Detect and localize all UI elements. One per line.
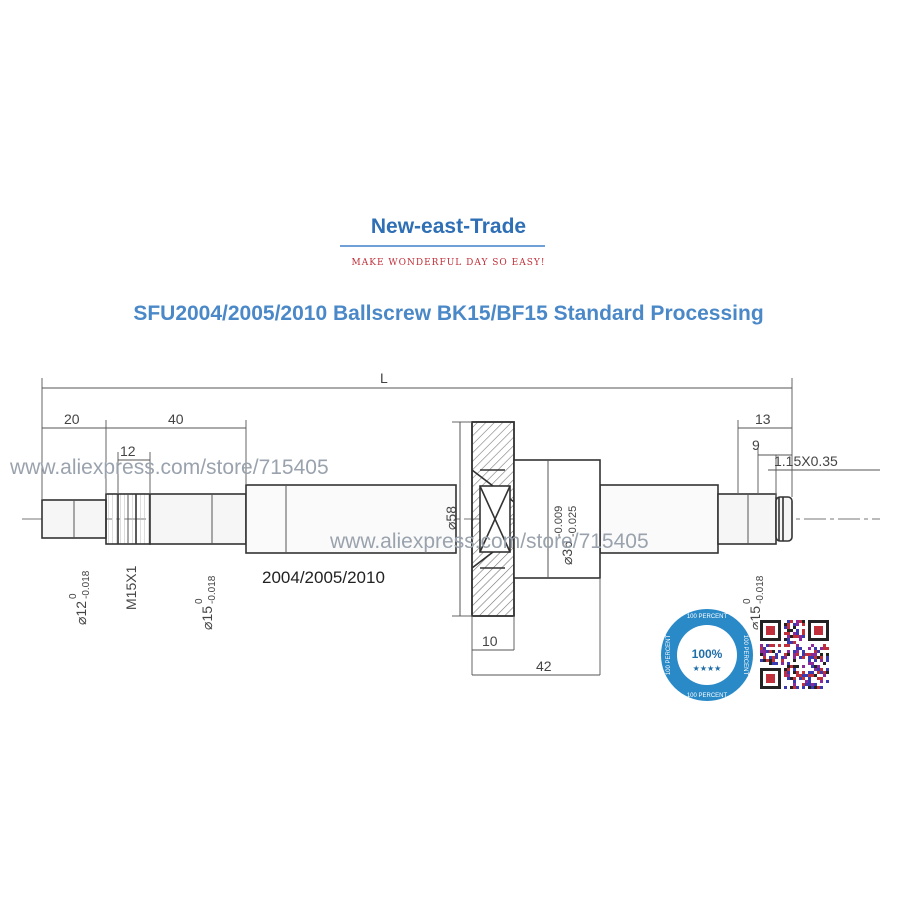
- watermark-bottom: www.aliexpress.com/store/715405: [329, 530, 649, 553]
- dim-flange-dia-group: ⌀58: [443, 506, 459, 530]
- qr-code: [758, 618, 831, 691]
- dim-nut-tol-upper: -0.009: [553, 506, 565, 537]
- dim-groove: 1.15X0.35: [774, 453, 838, 469]
- dim-d15r-tol-upper: 0: [742, 598, 753, 604]
- badge-left: 100 PERCENT: [666, 634, 672, 675]
- watermark-top: www.aliexpress.com/store/715405: [9, 456, 329, 479]
- dim-d12: ⌀12: [73, 601, 89, 625]
- dim-thread-spec: M15X1: [123, 565, 139, 610]
- badge-right: 100 PERCENT: [742, 635, 748, 676]
- nut-flange: [471, 421, 515, 617]
- dim-right-step: 9: [752, 437, 760, 453]
- dim-d12-group: ⌀12 0 -0.018: [68, 570, 92, 625]
- dim-d15r-tol-lower: -0.018: [755, 575, 766, 604]
- extension-lines: [41, 378, 793, 675]
- dim-overall: L: [380, 370, 388, 386]
- dim-flange-thick: 10: [482, 633, 498, 649]
- model-label: 2004/2005/2010: [262, 568, 385, 587]
- brand-tagline: MAKE WONDERFUL DAY SO EASY!: [351, 258, 546, 268]
- dim-nut-tol-lower: -0.025: [567, 506, 579, 537]
- nut-body: [513, 459, 601, 579]
- dim-thread-group: M15X1: [123, 565, 139, 610]
- dim-nut-dia: ⌀36: [559, 541, 575, 565]
- brand-underline: [340, 245, 545, 247]
- dim-d15: ⌀15: [199, 606, 215, 630]
- quality-badge: 100% ★★★★ 100 PERCENT 100 PERCENT 100 PE…: [661, 609, 753, 701]
- badge-stars: ★★★★: [693, 664, 722, 673]
- dim-left-thread: 40: [168, 411, 184, 427]
- dim-d12-tol-upper: 0: [68, 593, 79, 599]
- dim-flange-dia: ⌀58: [443, 506, 459, 530]
- dim-nut-len: 42: [536, 658, 552, 674]
- dim-right-end: 13: [755, 411, 771, 427]
- dim-d12-tol-lower: -0.018: [81, 570, 92, 599]
- brand-name: New-east-Trade: [370, 215, 527, 238]
- dim-d15-tol-lower: -0.018: [207, 575, 218, 604]
- badge-top: 100 PERCENT: [687, 614, 728, 620]
- dim-thread-len: 12: [120, 443, 136, 459]
- badge-bottom: 100 PERCENT: [687, 693, 728, 699]
- dim-nut-dia-group: ⌀36 -0.009 -0.025: [553, 506, 579, 565]
- dim-left-end: 20: [64, 411, 80, 427]
- dim-d15-tol-upper: 0: [194, 598, 205, 604]
- dim-d15-group: ⌀15 0 -0.018: [194, 575, 218, 630]
- badge-center: 100%: [692, 647, 723, 661]
- dimension-lines: [42, 387, 880, 676]
- diagram-title: SFU2004/2005/2010 Ballscrew BK15/BF15 St…: [133, 302, 764, 325]
